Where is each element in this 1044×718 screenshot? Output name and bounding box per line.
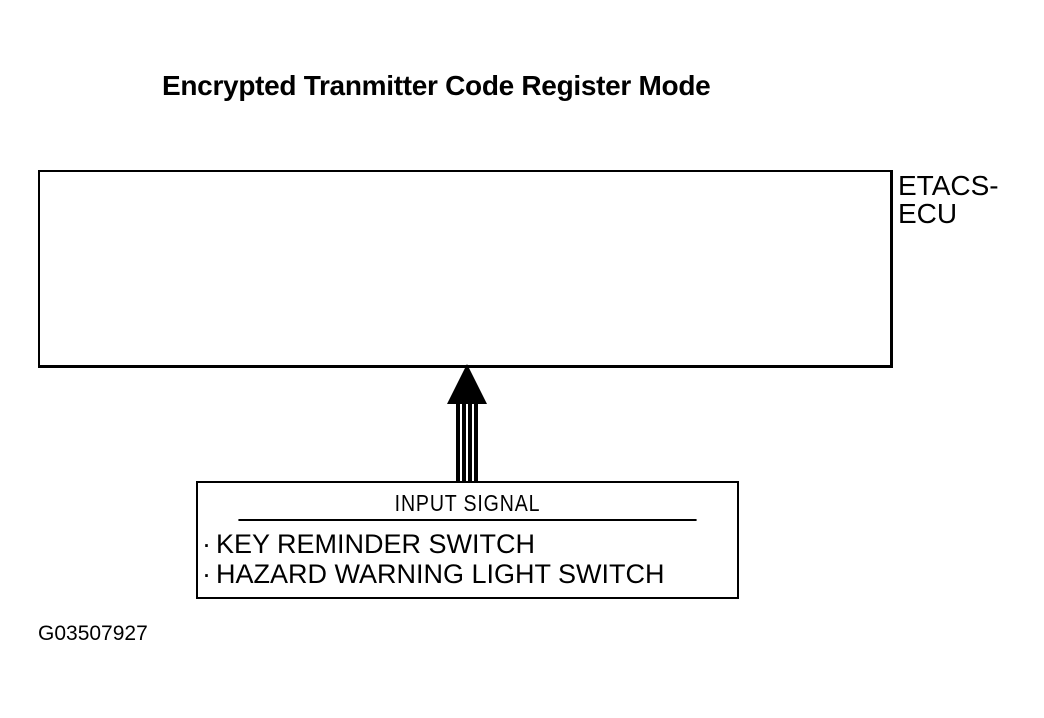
input-item-key-reminder: KEY REMINDER SWITCH — [216, 529, 536, 559]
etacs-ecu-box — [38, 170, 893, 368]
input-signal-box: INPUT SIGNAL ·KEY REMINDER SWITCH ·HAZAR… — [196, 481, 739, 599]
ecu-label-line1: ETACS- — [898, 170, 999, 201]
figure-code: G03507927 — [38, 622, 148, 645]
bullet-mark: · — [202, 559, 211, 589]
bullet-mark: · — [202, 529, 211, 559]
list-item: ·HAZARD WARNING LIGHT SWITCH — [202, 559, 737, 589]
etacs-ecu-label: ETACS- ECU — [898, 172, 999, 228]
input-signal-header: INPUT SIGNAL — [238, 483, 697, 521]
input-signal-list: ·KEY REMINDER SWITCH ·HAZARD WARNING LIG… — [198, 521, 737, 589]
ecu-label-line2: ECU — [898, 198, 958, 229]
arrow-shaft — [456, 402, 478, 481]
list-item: ·KEY REMINDER SWITCH — [202, 529, 737, 559]
diagram-title: Encrypted Tranmitter Code Register Mode — [162, 70, 711, 101]
arrow-head — [447, 364, 487, 404]
input-item-hazard-warning: HAZARD WARNING LIGHT SWITCH — [216, 559, 665, 589]
